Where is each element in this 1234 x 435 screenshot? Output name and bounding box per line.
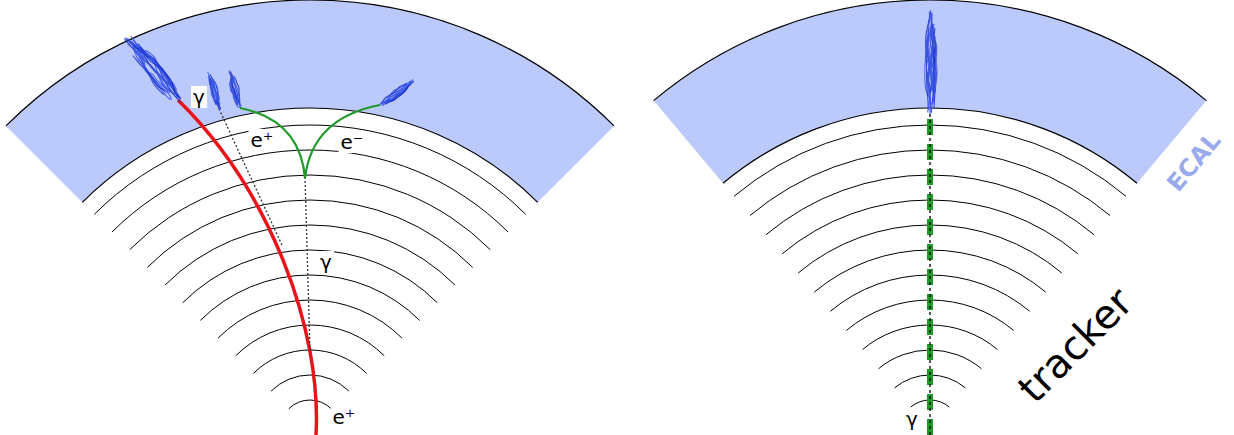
positron-track — [178, 100, 316, 435]
photon-track — [927, 112, 933, 435]
ecal-outer-edge — [6, 0, 614, 126]
tracker-layer — [183, 250, 438, 303]
tracker-layer — [271, 375, 349, 391]
particle-label: γ — [318, 251, 334, 273]
shower-strand — [209, 75, 216, 104]
em-shower — [207, 72, 220, 111]
photon-line — [929, 112, 930, 435]
particle-label: γ — [191, 86, 207, 108]
tracker-layer — [112, 150, 508, 232]
em-shower — [124, 36, 181, 102]
tracker-layer — [218, 300, 402, 338]
shower-strand — [230, 70, 238, 104]
tracker-layer — [200, 275, 419, 320]
shower-strand — [386, 80, 414, 98]
tracker-layer — [130, 175, 491, 250]
particle-label: e⁻ — [339, 131, 366, 153]
shower-strand — [386, 81, 414, 102]
shower-strand — [383, 85, 410, 102]
shower-strand — [933, 24, 937, 104]
shower-strand — [383, 82, 414, 104]
shower-strand — [138, 44, 181, 99]
shower-strand — [210, 77, 218, 106]
photon-line — [305, 178, 310, 351]
shower-strand — [137, 50, 168, 90]
shower-strand — [131, 36, 180, 99]
particle-label: e⁺ — [331, 406, 358, 428]
em-shower — [229, 70, 242, 107]
particle-label: γ — [904, 408, 920, 430]
shower-strand — [130, 41, 180, 98]
shower-strand — [928, 27, 931, 114]
em-shower — [925, 10, 937, 113]
conversion-track — [305, 105, 380, 178]
shower-strand — [231, 79, 238, 104]
shower-strand — [128, 38, 173, 88]
shower-strand — [211, 79, 220, 110]
detector-label: ECAL — [1161, 126, 1227, 198]
tracker-layer — [94, 125, 525, 214]
tracker-layer — [289, 400, 331, 409]
tracker-layer — [165, 225, 455, 285]
particle-label: e⁺ — [249, 129, 276, 151]
shower-strand — [133, 40, 181, 103]
shower-strand — [383, 82, 410, 103]
photon-line — [220, 111, 282, 245]
tracker-layer — [147, 200, 472, 267]
shower-strand — [132, 42, 171, 100]
shower-strand — [136, 44, 177, 98]
detector-label: tracker — [1009, 279, 1142, 412]
em-shower — [380, 80, 414, 106]
shower-strand — [133, 56, 165, 91]
ecal-band — [6, 0, 614, 202]
shower-strand — [209, 78, 215, 101]
conversion-track — [240, 108, 305, 178]
